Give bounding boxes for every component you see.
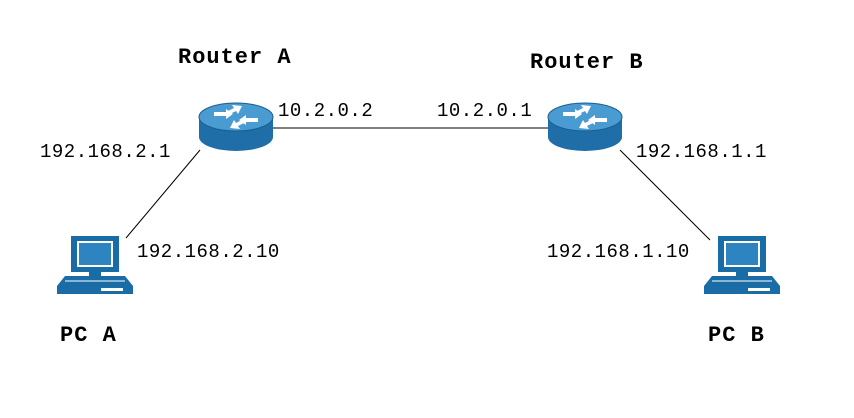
pc-b-icon [703,235,781,295]
router-b-icon [547,102,623,152]
router-a-lan-ip: 192.168.2.1 [40,141,171,163]
router-a-wan-ip: 10.2.0.2 [278,100,374,122]
pc-b-label: PC B [708,323,765,348]
pc-a-ip: 192.168.2.10 [137,241,280,263]
router-b-label: Router B [530,50,644,75]
link-router-b-pc-b [619,149,711,241]
link-router-a-pc-a [125,149,201,239]
pc-a-icon [56,235,134,295]
pc-a-label: PC A [60,323,117,348]
router-a-icon [198,102,274,152]
pc-b-ip: 192.168.1.10 [547,241,690,263]
router-b-lan-ip: 192.168.1.1 [636,141,767,163]
router-a-label: Router A [178,45,292,70]
router-b-wan-ip: 10.2.0.1 [437,100,533,122]
